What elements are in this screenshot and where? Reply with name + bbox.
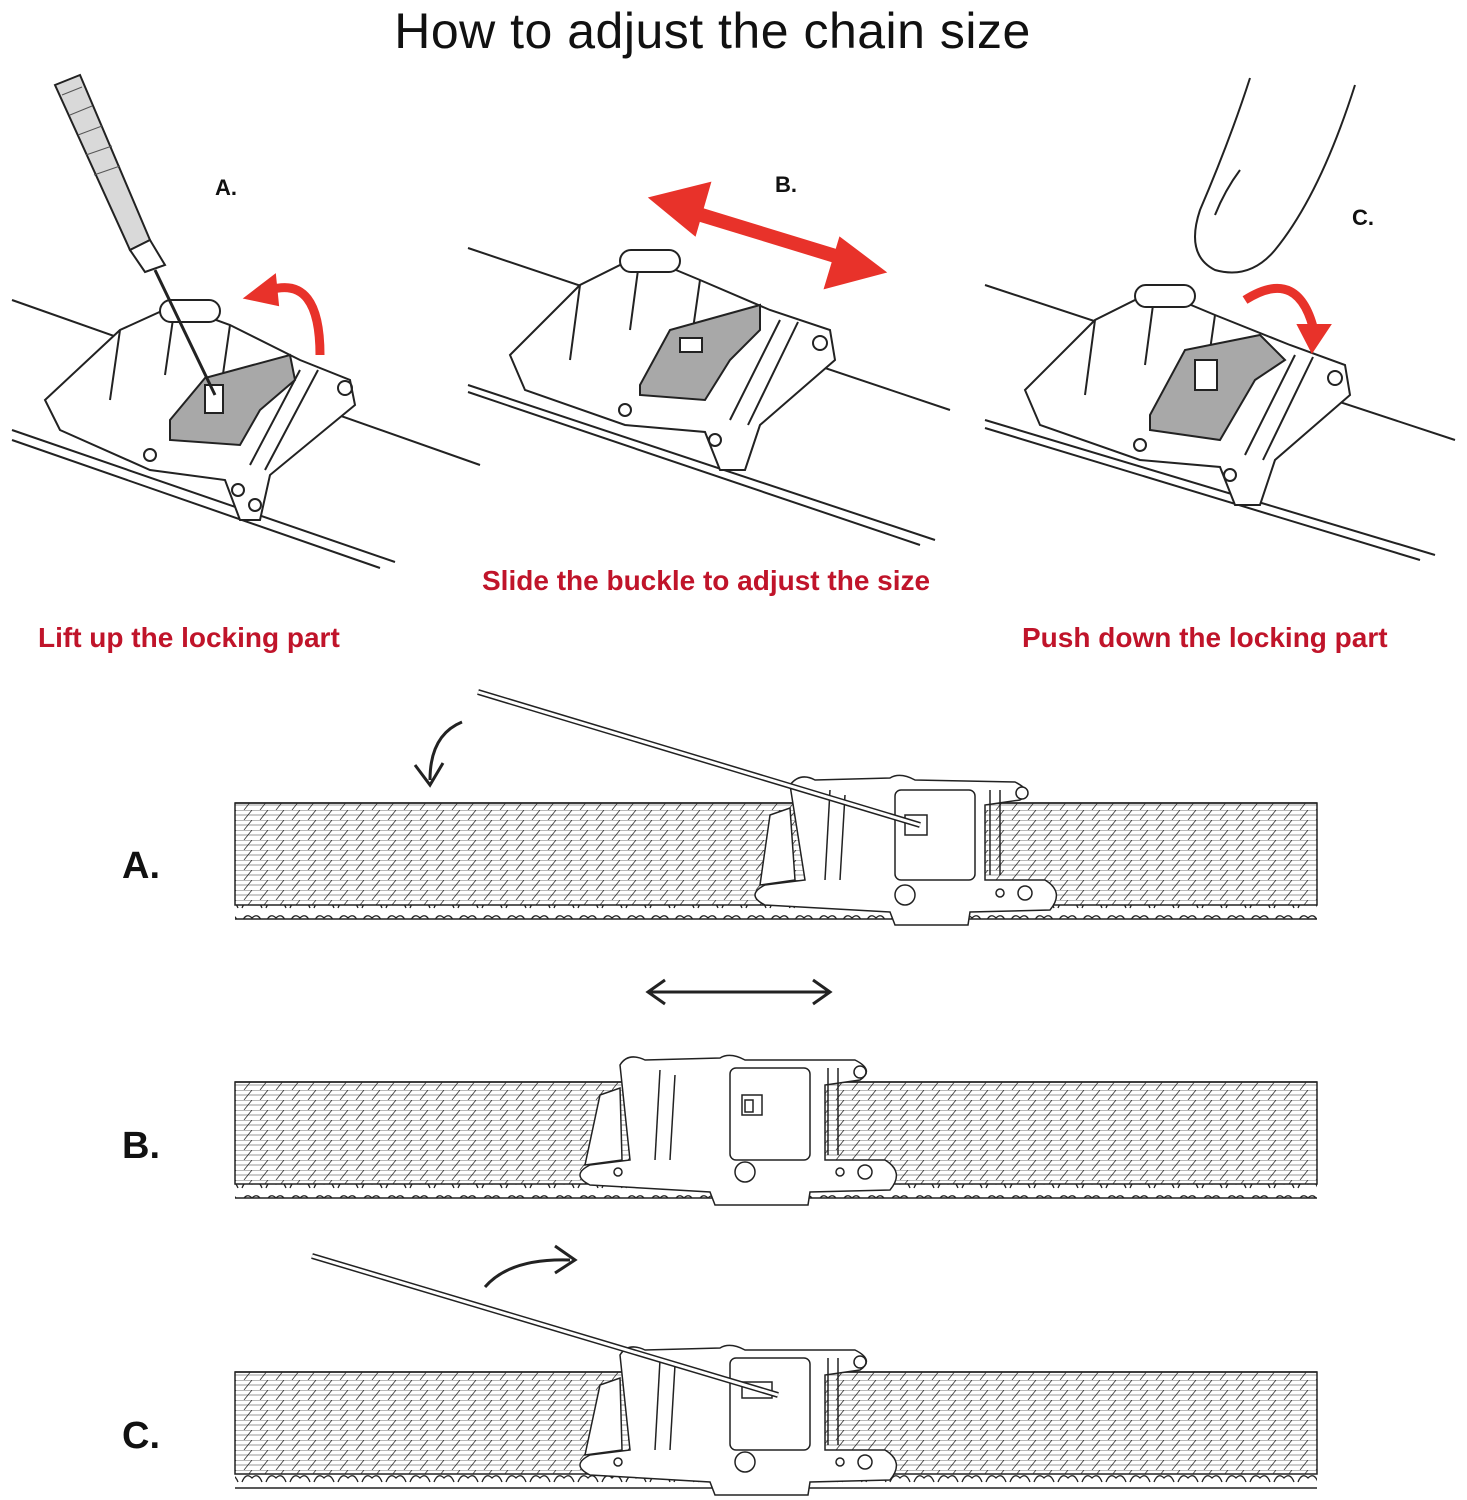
step-letter-b: B.: [775, 172, 797, 197]
top-panel-c: [984, 77, 1456, 561]
double-arrow-icon: [645, 978, 833, 1006]
step-a-caption: Lift up the locking part: [38, 622, 340, 653]
diagram-title: How to adjust the chain size: [394, 3, 1031, 59]
buckle-a: [43, 299, 357, 521]
slide-arrow-icon: [647, 181, 888, 290]
curved-arrow-up-icon: [483, 1244, 578, 1288]
step-c-caption: Push down the locking part: [1022, 622, 1388, 653]
top-panel-b: [467, 181, 951, 546]
top-panel-a: [11, 73, 481, 569]
lift-arrow-icon: [242, 273, 325, 356]
step-letter-a: A.: [215, 175, 237, 200]
bottom-row-c: [234, 1244, 1318, 1496]
finger-icon: [1194, 77, 1356, 274]
clasp-c: [579, 1344, 898, 1496]
bottom-row-a: [234, 689, 1318, 926]
row-letter-b: B.: [122, 1125, 160, 1167]
buckle-b: [508, 249, 837, 471]
clasp-b: [579, 1054, 898, 1206]
push-arrow-icon: [1242, 283, 1332, 354]
bottom-row-b: [234, 978, 1318, 1206]
curved-arrow-down-icon: [413, 720, 463, 788]
screwdriver-tool: [53, 73, 217, 396]
step-letter-c: C.: [1352, 205, 1374, 230]
buckle-c: [1023, 284, 1352, 506]
row-letter-c: C.: [122, 1415, 160, 1457]
clasp-a: [754, 774, 1058, 926]
row-letter-a: A.: [122, 845, 160, 887]
step-b-caption: Slide the buckle to adjust the size: [482, 565, 931, 596]
